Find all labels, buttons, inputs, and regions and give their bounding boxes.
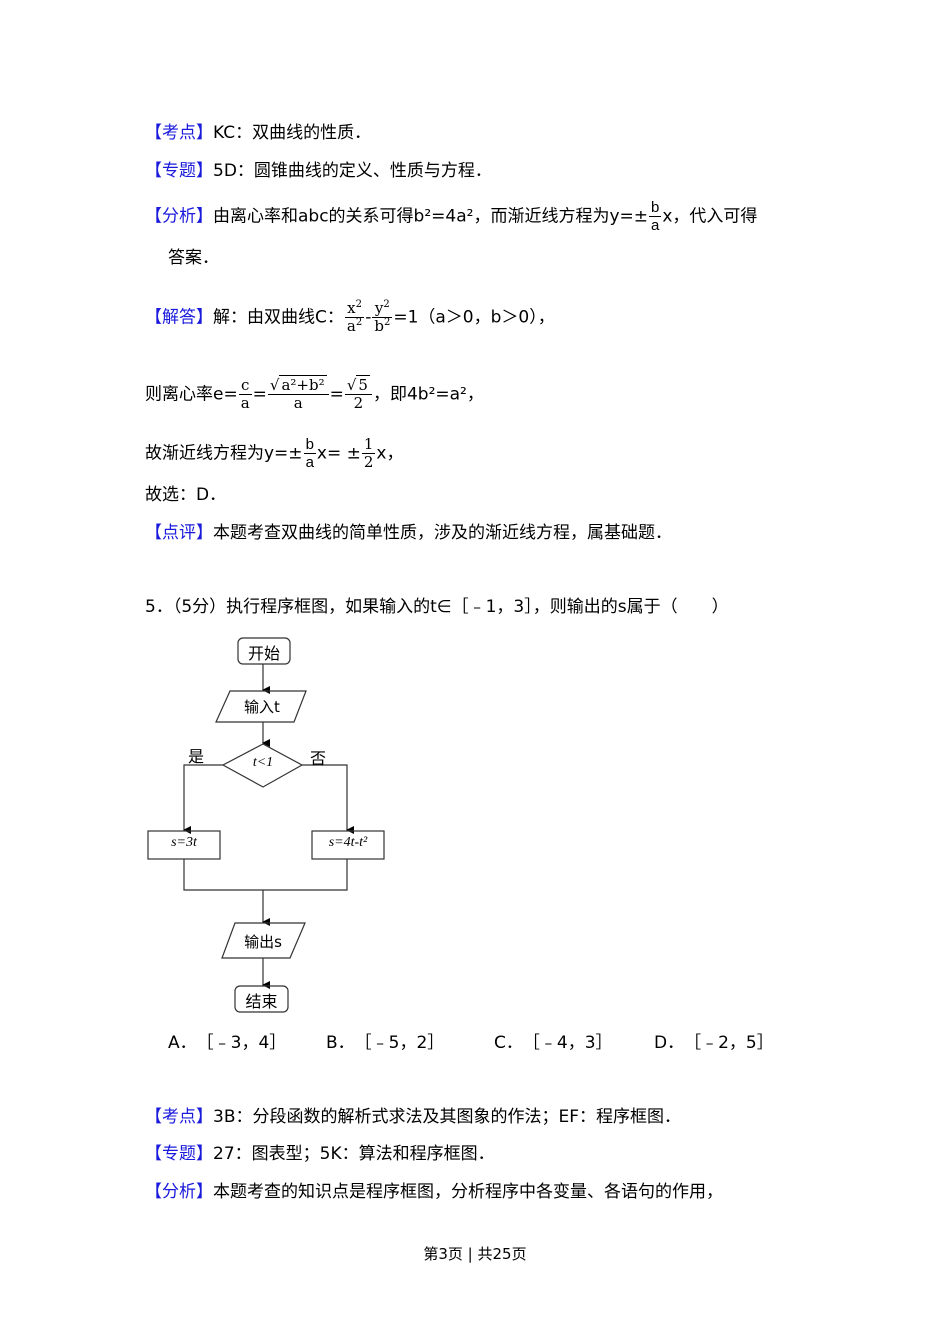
- question-5-stem: 5．（5分）执行程序框图，如果输入的t∈［﹣1，3］，则输出的s属于（ ）: [145, 597, 729, 617]
- page-footer: 第3页 | 共25页: [423, 1245, 527, 1263]
- output-label: 输出s: [244, 933, 282, 951]
- option-c[interactable]: C．［﹣4，3］: [494, 1033, 613, 1053]
- zhuanti-text: 5D：圆锥曲线的定义、性质与方程．: [213, 161, 492, 181]
- start-label: 开始: [247, 644, 280, 663]
- kaodian-tag: 【考点】: [145, 123, 213, 143]
- zhuanti-tag: 【专题】: [145, 161, 213, 181]
- condition-node: [221, 743, 304, 788]
- right-process-node: [311, 830, 385, 860]
- kaodian-text: KC：双曲线的性质．: [213, 123, 372, 143]
- right-process-label: s=4t-t²: [328, 835, 368, 850]
- yes-label: 是: [188, 747, 205, 766]
- fenxi-text: 由离心率和abc的关系可得b²=4a²，而渐近线方程为y=±: [213, 206, 649, 227]
- left-process-label: s=3t: [171, 835, 197, 850]
- zhuanti-line: 【专题】5D：圆锥曲线的定义、性质与方程．: [145, 159, 492, 183]
- end-node: [234, 985, 289, 1013]
- output-node: [221, 922, 306, 959]
- condition-label: t<1: [252, 755, 274, 770]
- input-node: [215, 690, 307, 723]
- input-label: 输入t: [244, 698, 280, 716]
- answer-choice: 故选：D．: [145, 485, 227, 505]
- option-a[interactable]: A．［﹣3，4］: [168, 1033, 287, 1053]
- dianping-line: 【点评】本题考查双曲线的简单性质，涉及的渐近线方程，属基础题．: [145, 523, 672, 543]
- start-node: [237, 637, 291, 665]
- no-label: 否: [310, 749, 327, 768]
- fenxi-tag: 【分析】: [145, 206, 213, 227]
- dianping-tag: 【点评】: [145, 523, 213, 543]
- jieda-tag: 【解答】: [145, 307, 213, 328]
- kaodian-line: 【考点】KC：双曲线的性质．: [145, 121, 371, 145]
- q5-fenxi-line: 【分析】本题考查的知识点是程序框图，分析程序中各变量、各语句的作用，: [145, 1182, 723, 1202]
- q5-kaodian-line: 【考点】3B：分段函数的解析式求法及其图象的作法；EF：程序框图．: [145, 1107, 681, 1127]
- fenxi-continuation: 答案．: [168, 248, 219, 268]
- q5-zhuanti-line: 【专题】27：图表型；5K：算法和程序框图．: [145, 1144, 495, 1164]
- options-row: A．［﹣3，4］ B．［﹣5，2］ C．［﹣4，3］ D．［﹣2，5］: [168, 1031, 774, 1055]
- end-label: 结束: [245, 992, 278, 1011]
- option-d[interactable]: D．［﹣2，5］: [654, 1033, 774, 1053]
- option-b[interactable]: B．［﹣5，2］: [326, 1033, 445, 1053]
